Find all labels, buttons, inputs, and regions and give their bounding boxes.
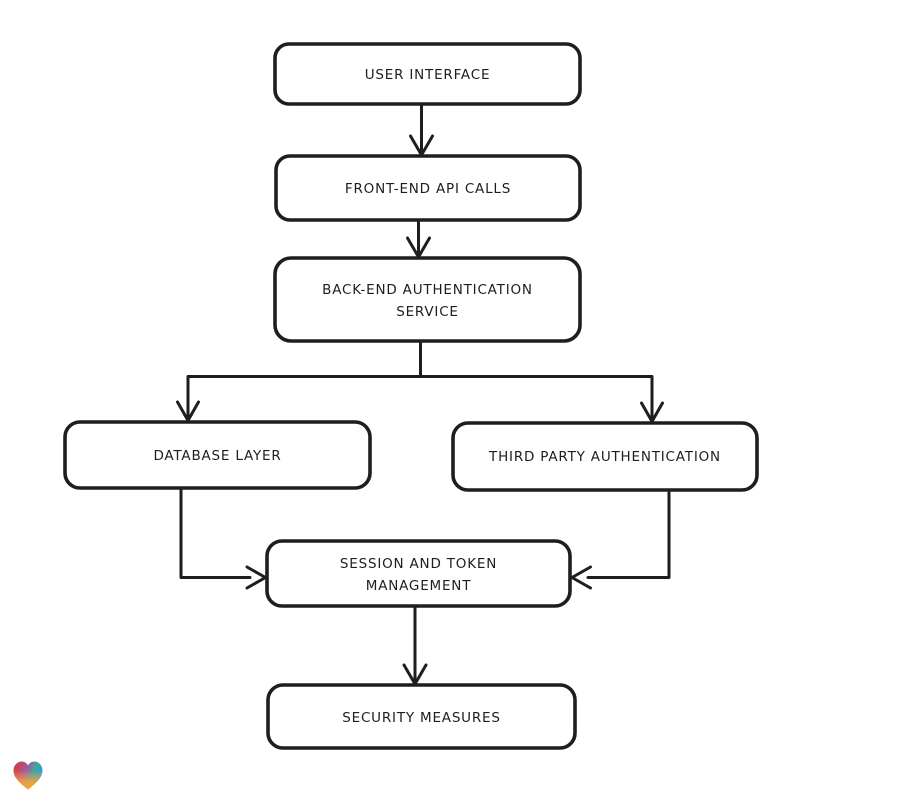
node-database-layer[interactable]: DATABASE LAYER — [63, 420, 372, 490]
edge-line — [586, 488, 671, 579]
node-label-line-2: SERVICE — [396, 304, 459, 320]
edge-session-and-token-management-to-security-measures[interactable] — [402, 604, 428, 686]
node-box — [273, 256, 582, 343]
node-label: FRONT-END API CALLS — [345, 181, 511, 197]
node-box — [266, 683, 577, 750]
node-label: SECURITY MEASURES — [342, 710, 501, 726]
arrowhead-left-icon — [570, 565, 592, 590]
node-back-end-authentication-service[interactable]: BACK-END AUTHENTICATION SERVICE — [273, 256, 582, 343]
edge-back-end-authentication-service-to-third-party-authentication[interactable] — [419, 375, 664, 423]
node-label: THIRD PARTY AUTHENTICATION — [488, 449, 721, 465]
node-user-interface[interactable]: USER INTERFACE — [273, 42, 582, 106]
node-box — [63, 420, 372, 490]
edge-line — [419, 375, 654, 420]
node-label: USER INTERFACE — [365, 67, 491, 83]
gradient-heart-logo — [13, 761, 43, 790]
node-label-line-1: SESSION AND TOKEN — [340, 556, 497, 572]
edge-third-party-authentication-to-session-and-token-management[interactable] — [570, 488, 671, 590]
node-box — [265, 539, 572, 608]
node-label: DATABASE LAYER — [153, 448, 281, 464]
node-label-line-1: BACK-END AUTHENTICATION — [322, 282, 533, 298]
edge-line — [186, 339, 422, 419]
node-security-measures[interactable]: SECURITY MEASURES — [266, 683, 577, 750]
node-label-line-2: MANAGEMENT — [366, 578, 472, 594]
edge-database-layer-to-session-and-token-management[interactable] — [179, 487, 267, 590]
edge-line — [179, 487, 252, 579]
node-third-party-authentication[interactable]: THIRD PARTY AUTHENTICATION — [451, 421, 759, 492]
heart-shape-overlay — [13, 761, 43, 790]
edge-front-end-api-calls-to-back-end-authentication-service[interactable] — [406, 218, 431, 259]
node-front-end-api-calls[interactable]: FRONT-END API CALLS — [274, 154, 582, 222]
node-box — [273, 42, 582, 106]
edge-back-end-authentication-service-to-database-layer[interactable] — [176, 339, 422, 422]
node-session-and-token-management[interactable]: SESSION AND TOKEN MANAGEMENT — [265, 539, 572, 608]
edge-user-interface-to-front-end-api-calls[interactable] — [409, 102, 434, 157]
node-box — [274, 154, 582, 222]
node-box — [451, 421, 759, 492]
